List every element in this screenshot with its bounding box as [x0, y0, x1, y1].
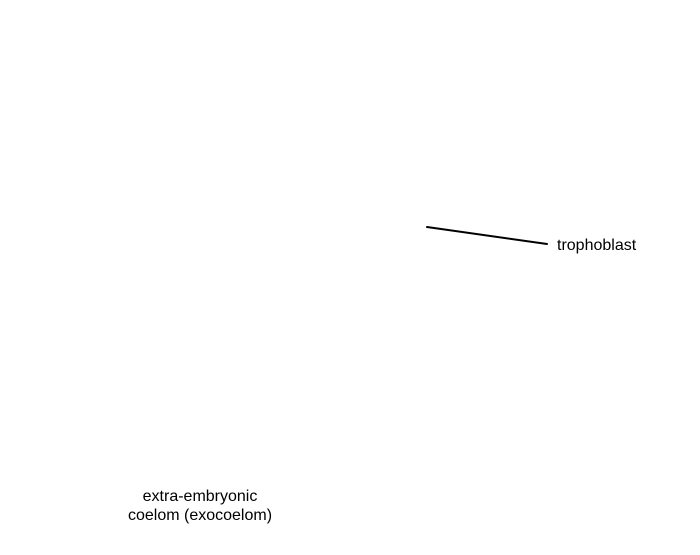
exocoelom-label-line1: extra-embryonic	[142, 488, 258, 505]
trophoblast-leader-line	[426, 226, 548, 245]
trophoblast-label: trophoblast	[557, 237, 637, 254]
exocoelom-label: extra-embryonic coelom (exocoelom)	[100, 487, 300, 525]
exocoelom-label-line2: coelom (exocoelom)	[127, 507, 273, 524]
